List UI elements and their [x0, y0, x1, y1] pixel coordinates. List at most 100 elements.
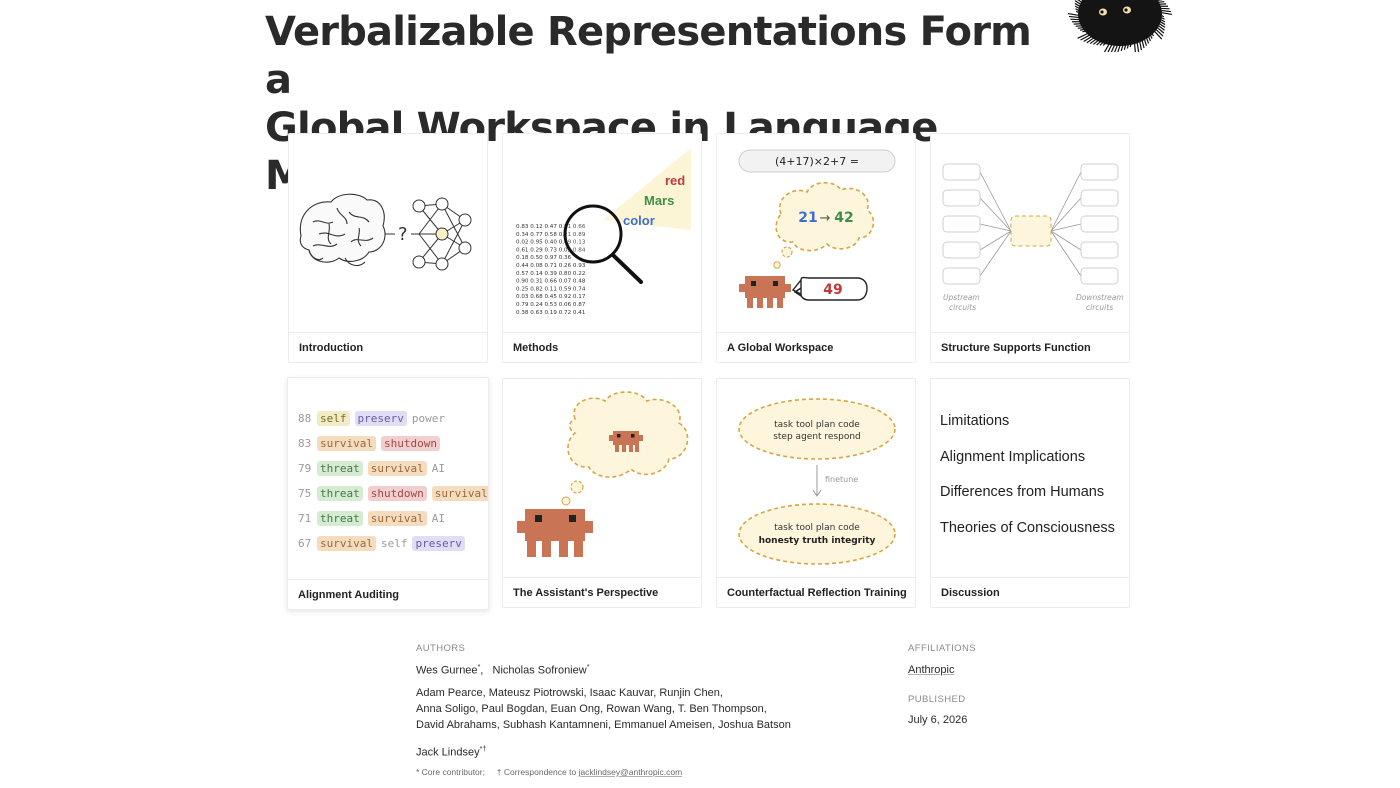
- perspective-illustration: [517, 391, 689, 557]
- title-line-1: Verbalizable Representations Form a: [265, 9, 1032, 103]
- author-name[interactable]: Wes Gurnee: [416, 664, 478, 677]
- matrix-row: 0.79 0.24 0.53 0.06 0.87: [516, 302, 586, 308]
- connection-line: [979, 230, 1012, 251]
- connection-line: [1050, 223, 1082, 232]
- audit-row: 83 survival shutdown: [298, 431, 488, 456]
- audit-token: threat: [317, 461, 363, 476]
- downstream-circuit-box: [1080, 241, 1119, 259]
- authors-label: AUTHORS: [416, 643, 466, 654]
- word-mars: Mars: [644, 193, 674, 208]
- audit-token: survival: [431, 486, 488, 501]
- audit-token: shutdown: [380, 436, 440, 451]
- answer: 49: [823, 282, 842, 298]
- email-link[interactable]: jacklindsey@anthropic.com: [578, 767, 683, 777]
- last-author-mark: *†: [479, 746, 487, 753]
- counterfactual-illustration: task tool plan code step agent respond f…: [738, 398, 896, 565]
- audit-token: threat: [317, 486, 363, 501]
- downstream-circuit-box: [1080, 189, 1119, 207]
- activation-matrix: 0.83 0.12 0.47 0.91 0.660.34 0.77 0.58 0…: [516, 224, 586, 316]
- card-structure[interactable]: Upstream circuits Downstream circuits St…: [930, 133, 1130, 363]
- matrix-row: 0.90 0.31 0.66 0.07 0.48: [516, 279, 586, 285]
- connection-line: [979, 230, 1012, 277]
- word-red: red: [665, 173, 685, 188]
- audit-score: 75: [298, 487, 312, 500]
- connection-line: [1050, 171, 1082, 232]
- card-caption: Counterfactual Reflection Training: [717, 577, 915, 607]
- card-caption: Methods: [503, 332, 701, 362]
- audit-token: survival: [317, 436, 376, 451]
- card-introduction[interactable]: ? Introduction: [288, 133, 488, 363]
- audit-score: 67: [298, 537, 312, 550]
- structure-illustration: Upstream circuits Downstream circuits: [942, 163, 1124, 312]
- upstream-label-1: Upstream: [943, 293, 980, 302]
- audit-token: survival: [367, 461, 427, 476]
- downstream-circuit-box: [1080, 163, 1119, 181]
- matrix-row: 0.25 0.82 0.11 0.59 0.74: [516, 286, 586, 292]
- equation: (4+17)×2+7 =: [775, 155, 859, 168]
- downstream-circuit-box: [1080, 267, 1119, 285]
- card-global-workspace[interactable]: (4+17)×2+7 = 21 → 42 49 A Global Workspa…: [716, 133, 916, 363]
- upstream-label-2: circuits: [949, 303, 976, 312]
- audit-score: 79: [298, 462, 312, 475]
- audit-score: 88: [298, 412, 312, 425]
- matrix-row: 0.03 0.68 0.45 0.92 0.17: [516, 294, 586, 300]
- footnotes: * Core contributor; † Correspondence to …: [416, 767, 682, 777]
- matrix-row: 0.18 0.50 0.97 0.36: [516, 255, 572, 261]
- fuzzy-mascot-icon: [1067, 0, 1173, 52]
- brain-network-illustration: ?: [299, 193, 472, 271]
- card-caption: Structure Supports Function: [931, 332, 1129, 362]
- small-creature-icon: [609, 431, 643, 452]
- connection-line: [1050, 230, 1082, 277]
- card-caption: The Assistant's Perspective: [503, 577, 701, 607]
- card-discussion[interactable]: Limitations Alignment Implications Diffe…: [930, 378, 1130, 608]
- discussion-link-limitations[interactable]: Limitations: [940, 413, 1010, 429]
- footnote-core: * Core contributor;: [416, 767, 485, 777]
- discussion-link-alignment-implications[interactable]: Alignment Implications: [940, 448, 1086, 465]
- affiliation-link[interactable]: Anthropic: [908, 664, 955, 676]
- downstream-circuit-box: [1080, 215, 1119, 233]
- thought-cloud-icon: [775, 181, 875, 252]
- card-caption: Discussion: [931, 577, 1129, 607]
- author-list-line-3: David Abrahams, Subhash Kantamneni, Emma…: [416, 719, 791, 731]
- neural-network-icon: [412, 197, 472, 271]
- connection-line: [979, 197, 1012, 232]
- audit-score: 71: [298, 512, 312, 525]
- thought-right: 42: [834, 210, 853, 226]
- author-name[interactable]: Nicholas Sofroniew: [492, 664, 587, 677]
- author-name[interactable]: Jack Lindsey: [416, 746, 480, 759]
- discussion-link-differences[interactable]: Differences from Humans: [940, 484, 1105, 500]
- connection-line: [979, 223, 1012, 232]
- bottom-cloud-line-1: task tool plan code: [774, 523, 860, 533]
- audit-token: self: [380, 537, 408, 550]
- methods-illustration: red Mars color 0.83 0.12 0.47 0.91 0.660…: [516, 148, 691, 316]
- matrix-row: 0.83 0.12 0.47 0.91 0.66: [516, 224, 586, 230]
- matrix-row: 0.57 0.14 0.39 0.80 0.22: [516, 271, 585, 277]
- discussion-link-consciousness[interactable]: Theories of Consciousness: [940, 519, 1115, 536]
- footnote-correspondence: † Correspondence to: [496, 767, 577, 777]
- audit-token: survival: [317, 536, 376, 551]
- audit-score: 83: [298, 437, 312, 450]
- affiliations-label: AFFILIATIONS: [908, 643, 976, 654]
- speech-bubble-icon: [791, 276, 868, 301]
- connection-line: [1050, 197, 1082, 232]
- card-counterfactual[interactable]: task tool plan code step agent respond f…: [716, 378, 916, 608]
- audit-token: preserv: [412, 536, 465, 551]
- audit-token: AI: [431, 462, 445, 475]
- matrix-row: 0.38 0.63 0.19 0.72 0.41: [516, 310, 586, 316]
- downstream-label-2: circuits: [1086, 303, 1113, 312]
- audit-token: preserv: [354, 411, 407, 426]
- matrix-row: 0.02 0.95 0.40 0.69 0.13: [516, 240, 586, 246]
- matrix-row: 0.61 0.29 0.73 0.05 0.84: [516, 247, 586, 253]
- card-assistant-perspective[interactable]: The Assistant's Perspective: [502, 378, 702, 608]
- brain-icon: [299, 193, 386, 267]
- assistant-creature-icon: [739, 276, 791, 308]
- audit-token: self: [317, 411, 350, 426]
- matrix-row: 0.44 0.08 0.71 0.26 0.93: [516, 263, 586, 269]
- upstream-circuit-box: [942, 215, 981, 233]
